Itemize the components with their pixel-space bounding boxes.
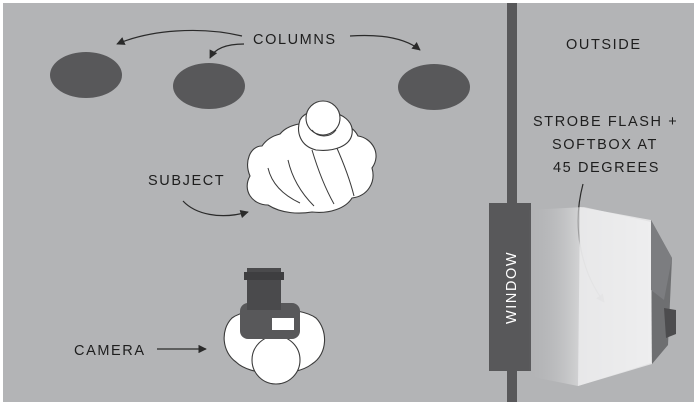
subject-gown-fold-4 [335,145,355,197]
subject-gown-fold-3 [311,149,335,205]
strobe-label-line3: 45 DEGREES [553,160,660,176]
camera-lens-ring [244,272,284,280]
subject-label: SUBJECT [148,173,225,189]
column-middle [173,63,245,109]
subject-arm-line [311,129,337,137]
strobe-label-line2: SOFTBOX AT [552,137,658,153]
outside-label: OUTSIDE [566,37,642,53]
subject-head [305,100,341,136]
window [489,203,531,371]
columns-arrow-middle [209,43,245,59]
photographer-head [251,335,301,385]
softbox-diffuser-face [578,207,652,386]
softbox-icon [528,207,676,386]
column-left [50,52,122,98]
softbox-body-top [651,220,672,300]
strobe-label-line1: STROBE FLASH + [533,114,678,130]
subject-gown-fold-2 [287,159,315,207]
columns-arrow-left [116,29,243,45]
subject-gown-fold-1 [267,167,301,204]
column-right [398,64,470,110]
columns-label: COLUMNS [253,32,337,48]
columns-arrow-right [349,34,421,51]
subject-arrow [182,200,249,219]
wall-line [507,3,517,402]
camera-label: CAMERA [74,343,146,359]
strobe-head [664,308,676,338]
person-in-gown-icon [246,100,377,214]
photographer-with-camera-icon [223,268,326,385]
window-label: WINDOW [504,251,520,324]
camera-screen [272,318,294,330]
